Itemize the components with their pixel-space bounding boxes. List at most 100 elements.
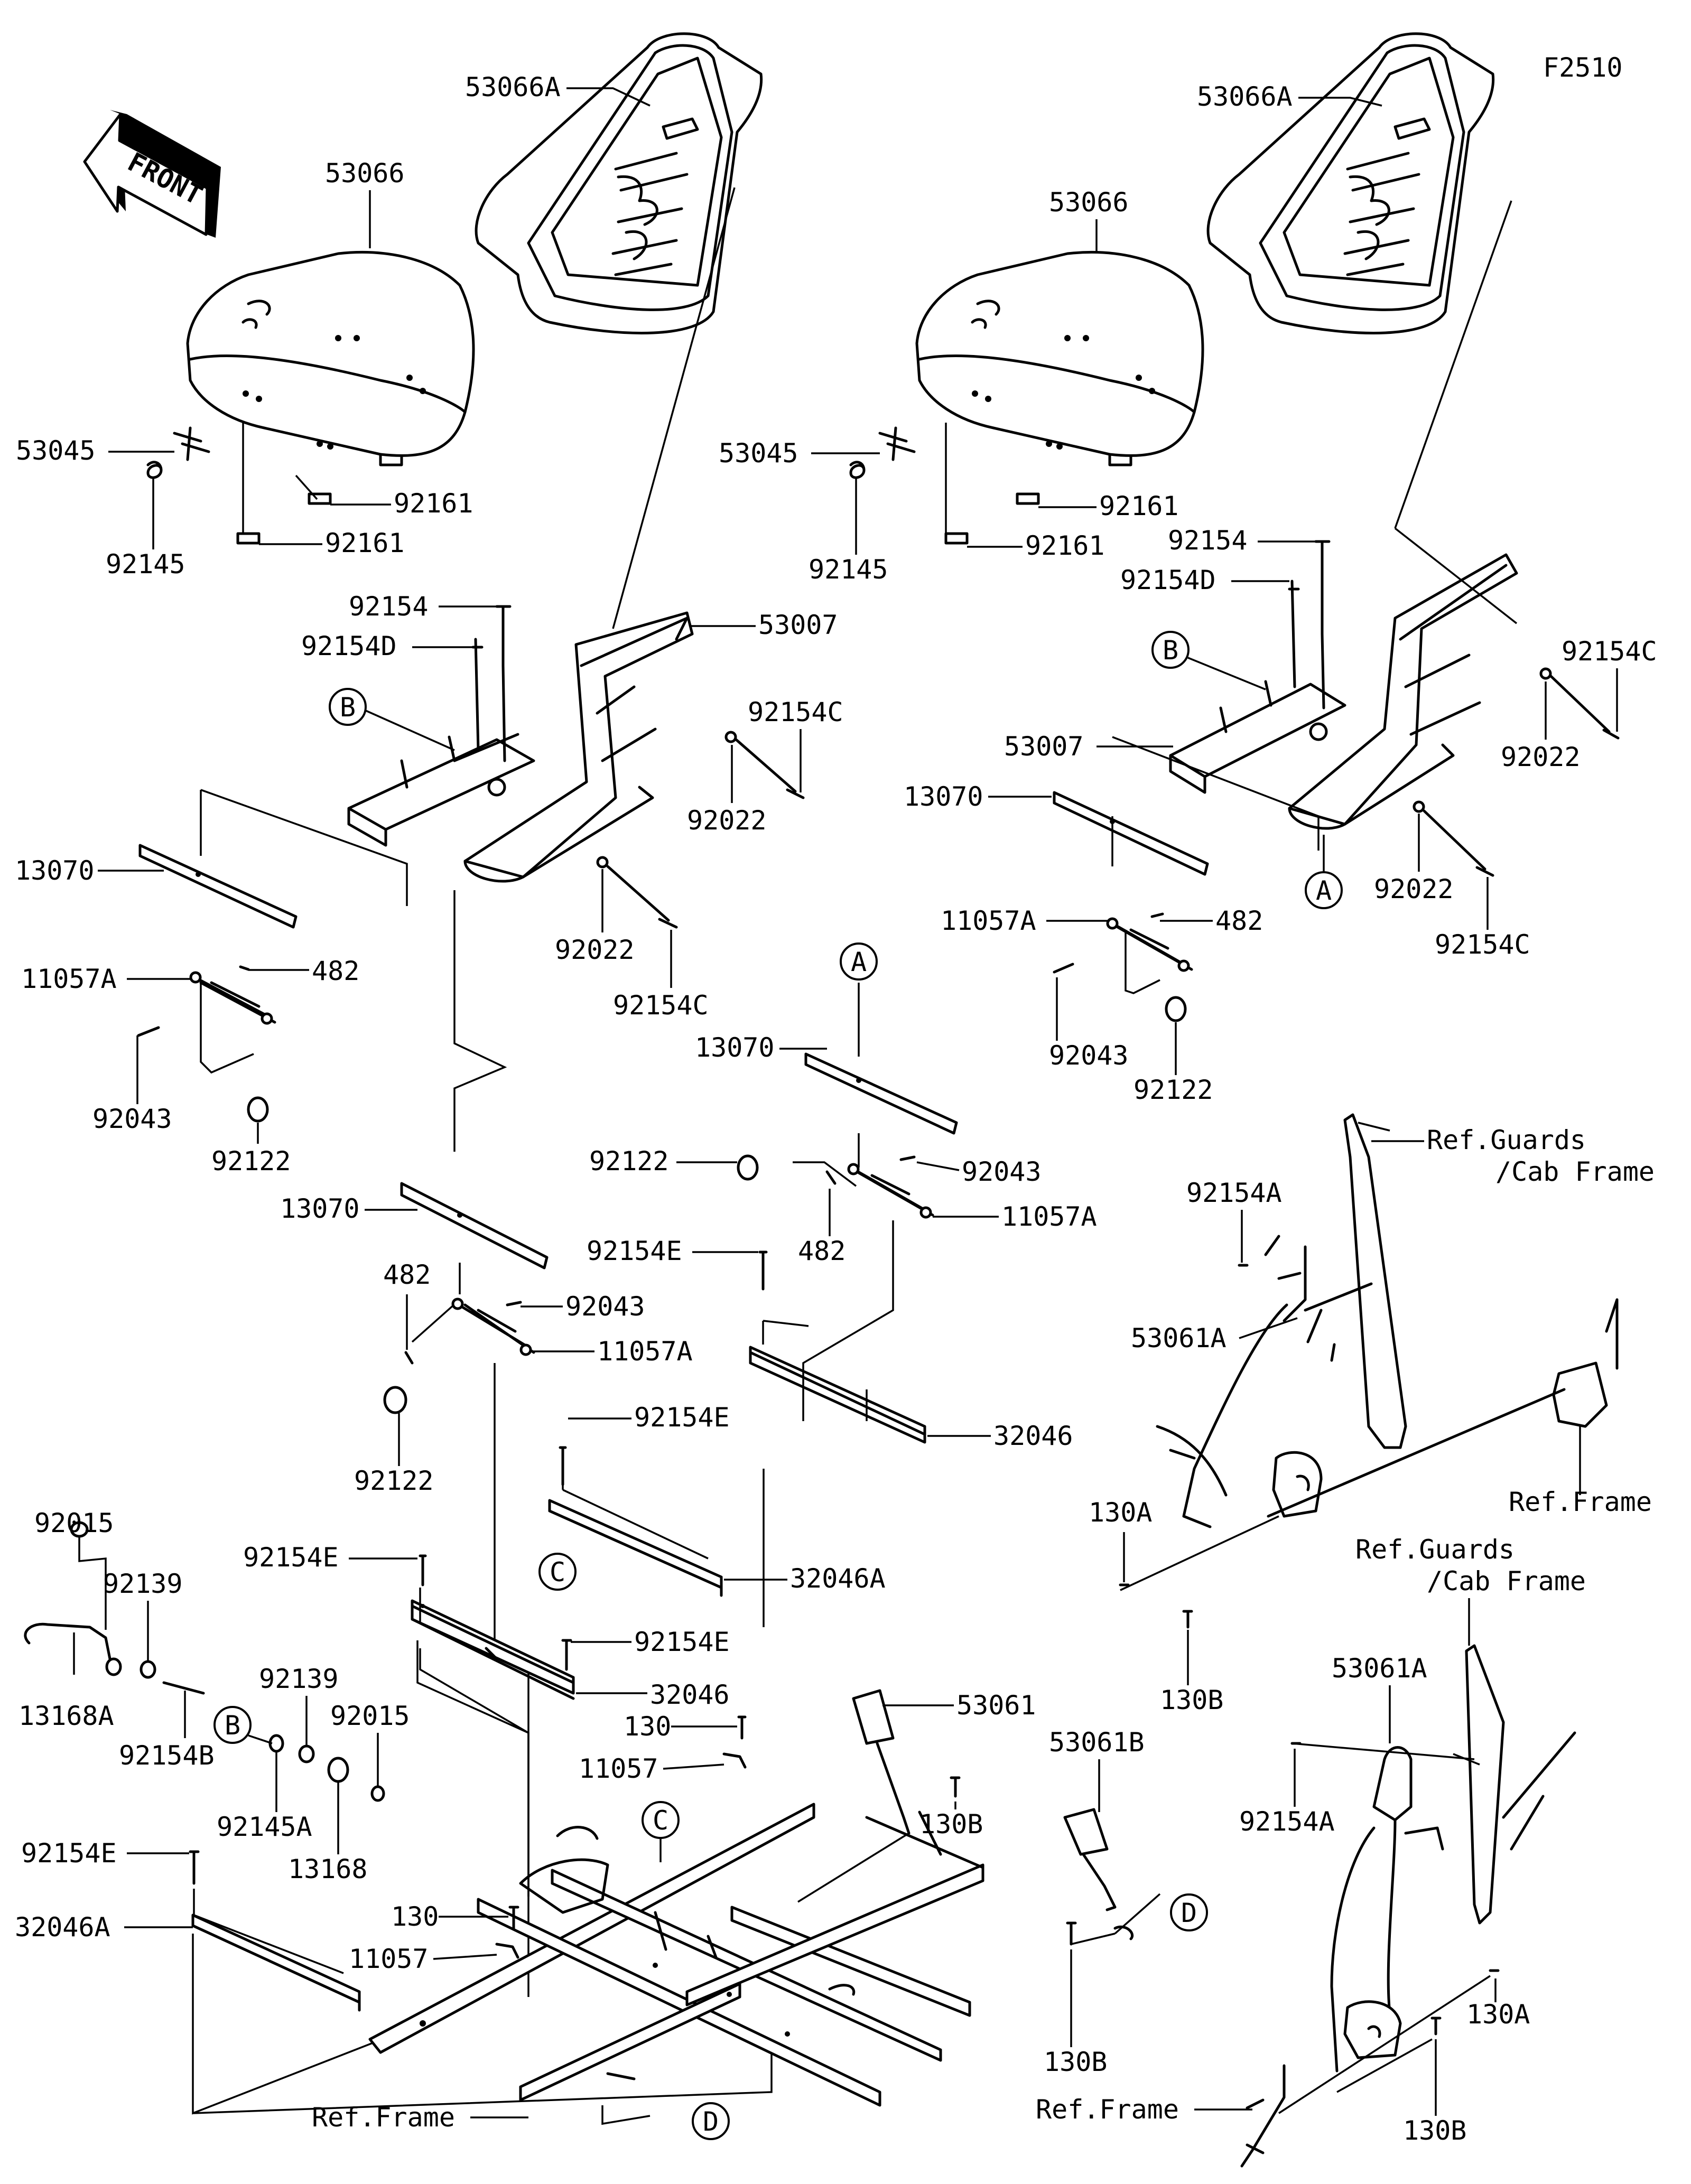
label-53066-left: 53066 xyxy=(325,158,405,189)
label-92154-right: 92154 xyxy=(1168,525,1248,556)
label-ref-cab-upper: /Cab Frame xyxy=(1495,1156,1655,1187)
label-92161-left-lower: 92161 xyxy=(325,528,405,558)
bolt-130-upper xyxy=(737,1715,747,1740)
label-482-left: 482 xyxy=(312,956,359,986)
label-ref-frame-lower-left: Ref.Frame xyxy=(312,2102,455,2133)
label-ref-guards-upper: Ref.Guards xyxy=(1427,1125,1586,1155)
figure-id: F2510 xyxy=(1543,52,1623,83)
center-seat-rail xyxy=(411,1599,575,1700)
center-bolt-130B xyxy=(950,1776,961,1798)
label-53007-left: 53007 xyxy=(758,610,838,640)
center-bolt-92154E-a xyxy=(419,1554,427,1586)
bolt-130-lower xyxy=(508,1906,519,1930)
right-bolt-92154C-lower xyxy=(1423,809,1494,877)
label-92015-lower: 92015 xyxy=(330,1701,410,1731)
label-92122-right: 92122 xyxy=(1133,1075,1213,1105)
label-32046-c: 32046 xyxy=(650,1679,730,1710)
svg-text:B: B xyxy=(1163,635,1178,666)
a-group-slide-rail-cover xyxy=(804,1052,958,1135)
right-washer-lower xyxy=(1413,800,1425,813)
label-92154C-right-upper: 92154C xyxy=(1562,636,1657,667)
callout-a-right: A xyxy=(1305,835,1343,909)
right-washer-upper xyxy=(1539,667,1552,680)
label-11057-upper: 11057 xyxy=(579,1753,658,1784)
left-slide-rail-cover xyxy=(138,844,298,929)
svg-text:D: D xyxy=(703,2106,719,2137)
label-92139-lower: 92139 xyxy=(259,1664,339,1694)
label-92154A-upper: 92154A xyxy=(1186,1178,1282,1208)
label-32046A-c: 32046A xyxy=(790,1563,886,1594)
label-482-a: 482 xyxy=(798,1236,846,1266)
label-130A-upper: 130A xyxy=(1089,1497,1152,1528)
left-seat-adjuster xyxy=(137,965,276,1123)
svg-text:C: C xyxy=(653,1805,668,1836)
center-slide-rail-cover xyxy=(400,1182,549,1270)
label-92161-left-upper: 92161 xyxy=(394,488,473,519)
upper-right-center-rail xyxy=(749,1250,926,1444)
label-92154-left: 92154 xyxy=(349,591,429,622)
left-seat-group xyxy=(137,32,805,1123)
callout-a-center: A xyxy=(840,942,878,981)
right-seat-frame xyxy=(1169,553,1518,830)
right-seat-latch-spring xyxy=(849,461,866,479)
bracket-11057-lower xyxy=(495,1943,519,1959)
callout-c-center: C xyxy=(538,1553,577,1591)
center-bolt-92154E-b xyxy=(561,1639,572,1671)
label-ref-guards-lower: Ref.Guards xyxy=(1355,1534,1515,1565)
label-11057A-center: 11057A xyxy=(597,1336,693,1367)
right-bolt-92154 xyxy=(1314,540,1331,710)
label-92015-upper: 92015 xyxy=(34,1508,114,1538)
label-92022-right-upper: 92022 xyxy=(1501,742,1581,772)
label-92139-upper: 92139 xyxy=(103,1569,183,1599)
label-11057A-a: 11057A xyxy=(1001,1201,1097,1232)
label-92154D-left: 92154D xyxy=(301,631,397,661)
svg-text:B: B xyxy=(340,692,356,723)
right-seat-group xyxy=(849,32,1620,1022)
label-130-lower: 130 xyxy=(391,1901,439,1932)
label-130B-lower-mid: 130B xyxy=(1044,2047,1107,2077)
label-92154B: 92154B xyxy=(119,1740,215,1771)
label-53066A-left: 53066A xyxy=(465,72,561,102)
lower-right-bolt-130B xyxy=(1066,1921,1077,1946)
label-92145A: 92145A xyxy=(217,1812,312,1842)
label-13168: 13168 xyxy=(288,1854,368,1884)
left-bolt-92154C-lower xyxy=(606,865,678,929)
label-ref-frame-right: Ref.Frame xyxy=(1509,1487,1652,1517)
left-seat-frame xyxy=(347,611,694,883)
left-bolt-92154C-upper xyxy=(735,738,805,799)
label-92154A-lower: 92154A xyxy=(1239,1806,1335,1837)
label-92145-left: 92145 xyxy=(106,549,185,580)
label-53007-right: 53007 xyxy=(1004,731,1084,762)
a-group-seat-adjuster xyxy=(737,1154,934,1219)
front-arrow-icon: FRONT xyxy=(83,110,221,238)
label-92161-right-lower: 92161 xyxy=(1025,530,1105,561)
label-53061B: 53061B xyxy=(1049,1727,1145,1758)
callout-c-frame: C xyxy=(642,1801,680,1862)
label-130B-lower-right: 130B xyxy=(1403,2115,1466,2146)
label-130-upper: 130 xyxy=(624,1711,671,1742)
label-92161-right-upper: 92161 xyxy=(1099,491,1179,521)
label-482-center: 482 xyxy=(383,1259,431,1290)
center-bolt-92154E-c xyxy=(559,1446,567,1486)
label-92154E-c3: 92154E xyxy=(634,1627,730,1657)
label-92145-right: 92145 xyxy=(809,554,888,585)
label-92154D-right: 92154D xyxy=(1120,565,1216,595)
label-53066A-right: 53066A xyxy=(1197,81,1293,112)
main-frame xyxy=(368,1803,984,2107)
center-bolt-92154E-d xyxy=(758,1250,768,1291)
left-seat-clip-upper xyxy=(308,492,332,505)
left-bolt-92154 xyxy=(495,605,512,762)
label-130B-center: 130B xyxy=(919,1809,983,1840)
label-13070-left: 13070 xyxy=(15,855,95,886)
label-92022-left-upper: 92022 xyxy=(687,805,767,836)
label-11057A-right: 11057A xyxy=(941,906,1036,936)
label-13168A: 13168A xyxy=(18,1701,114,1731)
lower-bolt-92154E xyxy=(189,1850,200,1885)
center-seat-adjuster xyxy=(383,1298,535,1414)
label-ref-cab-lower: /Cab Frame xyxy=(1427,1566,1586,1597)
callout-d-buckle: D xyxy=(1170,1893,1208,1931)
label-53061-center: 53061 xyxy=(956,1690,1036,1721)
left-seat-latch-spring xyxy=(146,461,163,479)
label-92043-center: 92043 xyxy=(565,1291,645,1322)
